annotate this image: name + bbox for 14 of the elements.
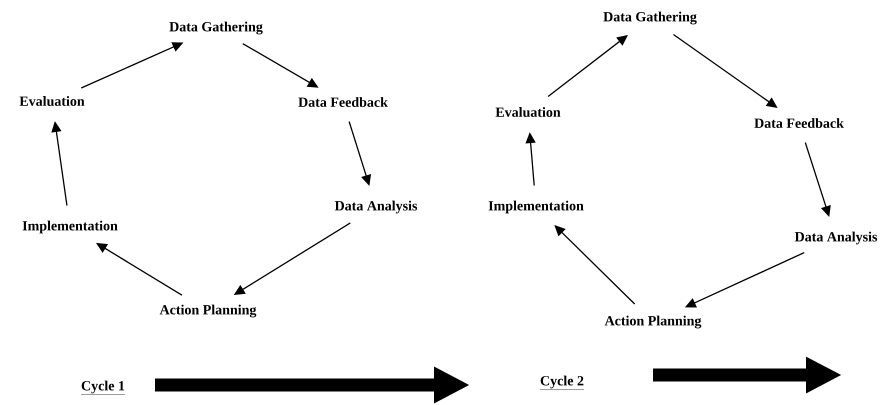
step-label: Implementation [22,220,118,234]
step-label: Data Feedback [754,118,844,128]
step-label: Data Feedback [298,97,388,107]
step-label: Data Analysis [334,200,418,214]
step-label: Data Analysis [794,232,878,244]
step-label: Action Planning [160,304,256,318]
cycle-label: Cycle 2 [540,376,584,390]
step-label: Data Gathering [603,12,697,24]
step-label: Evaluation [20,96,84,106]
cycle-label: Cycle 1 [80,380,126,395]
step-label: Action Planning [604,316,702,328]
step-label: Data Gathering [169,22,263,34]
step-label: Evaluation [496,107,560,117]
step-label: Implementation [488,200,584,214]
